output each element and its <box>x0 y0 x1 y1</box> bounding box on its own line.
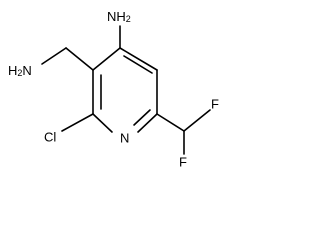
amino-label: NH2 <box>107 9 131 25</box>
bond-c6-n1 <box>137 113 158 133</box>
fluoro-label-2: F <box>179 155 187 170</box>
bond-c6-n1-double <box>133 109 151 126</box>
bond-c4-c5 <box>119 47 158 71</box>
chloro-label: Cl <box>44 130 56 145</box>
fluoro-label-1: F <box>211 97 219 112</box>
bond-c2-cl <box>61 113 94 132</box>
ring-nitrogen-label: N <box>120 131 129 146</box>
bond-c6-chf2 <box>156 113 185 132</box>
structure-diagram: NH2 H2N N Cl F F <box>8 9 219 170</box>
bond-ch2-nh2 <box>41 47 67 65</box>
bond-chf2-f1 <box>183 109 211 132</box>
bond-c4-c5-double <box>123 55 153 74</box>
aminomethyl-amine-label: H2N <box>8 63 32 79</box>
bond-c3-ch2 <box>65 47 94 71</box>
bond-c3-c4 <box>92 47 121 71</box>
bond-n1-c2 <box>92 113 113 133</box>
